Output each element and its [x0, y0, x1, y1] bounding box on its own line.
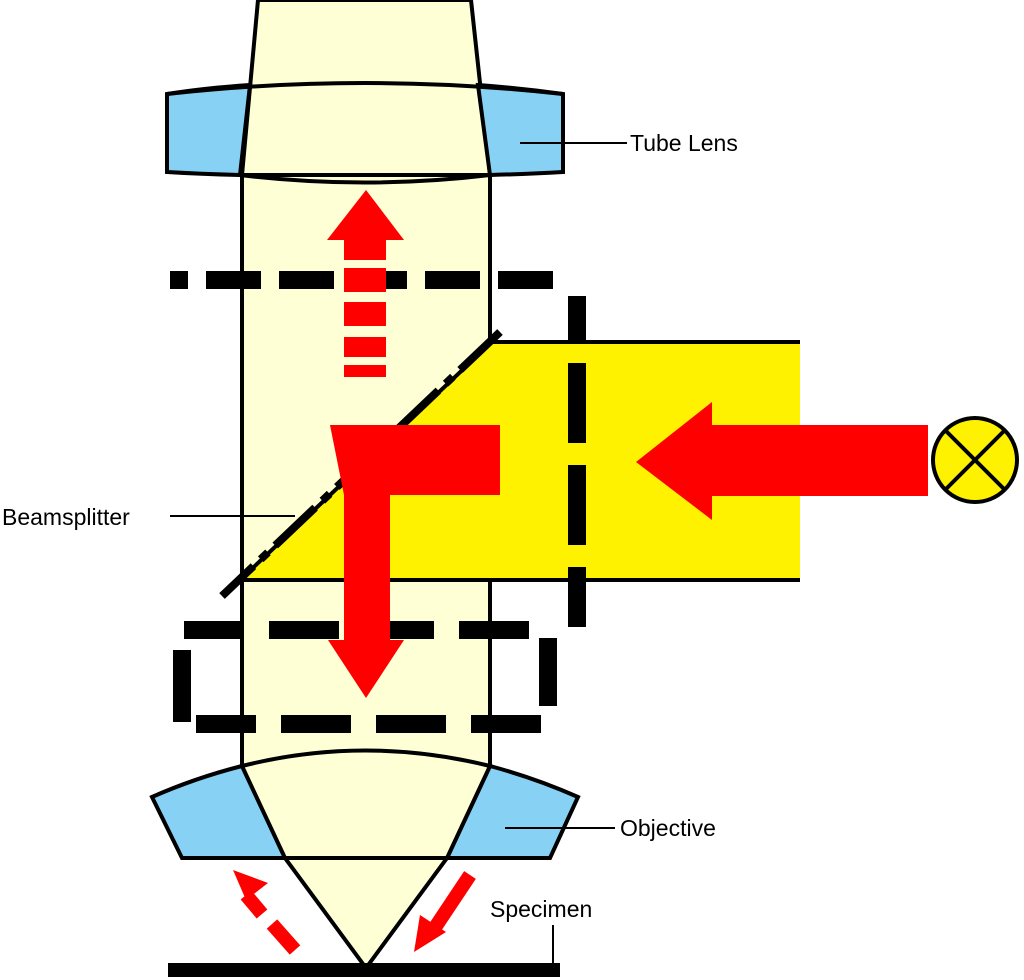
specimen-label: Specimen: [490, 896, 592, 922]
focus-cone: [281, 856, 451, 972]
reflected-arrow: [328, 425, 500, 698]
tube-lens-top-curve: [166, 81, 564, 96]
tube-lens-right: [475, 82, 565, 178]
beam-path-upper: [239, 0, 493, 177]
emission-arrow-from-specimen: [233, 870, 301, 955]
objective-label: Objective: [620, 815, 716, 841]
objective-center: [239, 748, 493, 860]
illumination-arrow: [636, 402, 928, 520]
emission-arrow-dashed: [327, 190, 404, 377]
filter-cube-dashed-box: [173, 621, 557, 733]
tube-lens-left: [165, 82, 253, 178]
beamsplitter-label: Beamsplitter: [2, 504, 130, 530]
tube-lens-bottom-curve: [239, 173, 491, 185]
excitation-arrow-to-specimen: [414, 871, 476, 952]
tube-lens-label: Tube Lens: [630, 130, 738, 156]
lamp-symbol-icon: [931, 416, 1019, 504]
